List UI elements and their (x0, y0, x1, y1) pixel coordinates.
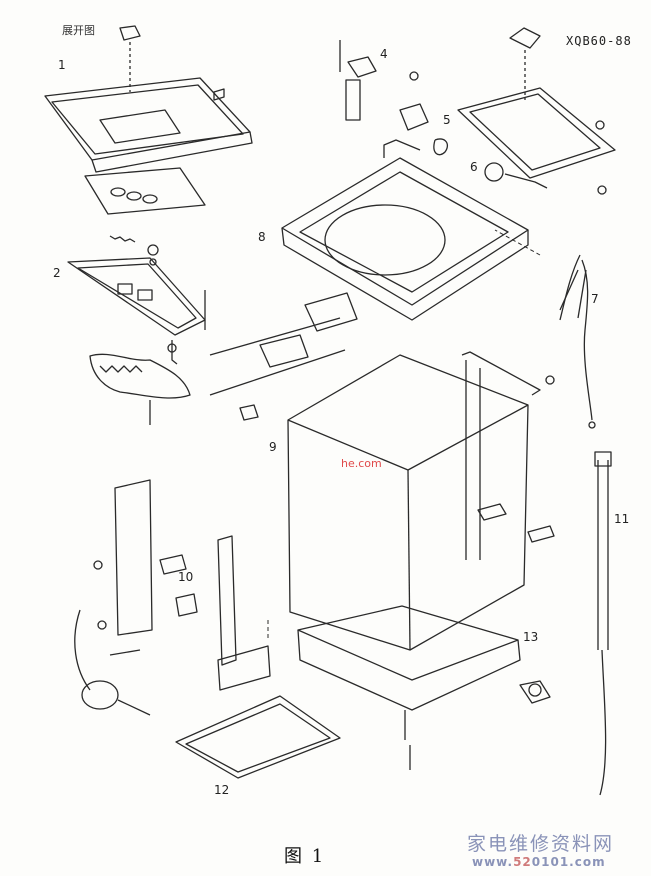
power-cord-part (74, 609, 151, 716)
side-panel-part (93, 479, 271, 691)
model-number: XQB60-88 (566, 34, 632, 48)
red-watermark: he.com (341, 457, 382, 470)
wiring-board-part (89, 353, 191, 425)
part-label-8: 8 (258, 230, 266, 244)
watermark-site-name: 家电维修资料网 (467, 833, 615, 855)
rear-panel-part (457, 27, 616, 195)
part-label-1: 1 (58, 58, 66, 72)
part-label-9: 9 (269, 440, 277, 454)
cabinet-body-part (287, 351, 555, 651)
part-label-5: 5 (443, 113, 451, 127)
lid-switch-part (339, 40, 377, 121)
base-plate-part (175, 695, 341, 779)
figure-caption: 图 1 (284, 846, 326, 867)
part-label-6: 6 (470, 160, 478, 174)
control-panel-part (67, 257, 206, 365)
part-label-7: 7 (591, 292, 599, 306)
watermark-url: www.520101.com (472, 855, 606, 869)
control-panel-insert (84, 167, 206, 266)
part-label-2: 2 (53, 266, 61, 280)
watermark-url-prefix: www. (472, 855, 514, 869)
bracket-parts (209, 292, 358, 421)
part-label-13: 13 (523, 630, 539, 644)
drain-hose-part (594, 451, 612, 796)
top-lid-part (44, 25, 253, 173)
watermark-url-suffix: 0101.com (531, 855, 606, 869)
water-level-switch-part (484, 162, 548, 189)
base-frame-part (297, 605, 551, 770)
part-label-12: 12 (214, 783, 230, 797)
corner-label: 展开图 (62, 24, 95, 37)
watermark-url-highlight: 52 (513, 855, 532, 869)
tub-frame-part (281, 139, 529, 321)
part-label-11: 11 (614, 512, 630, 526)
part-label-10: 10 (178, 570, 194, 584)
part-label-4: 4 (380, 47, 388, 61)
hinge-part (399, 71, 449, 156)
wire-harness-part (559, 254, 596, 429)
